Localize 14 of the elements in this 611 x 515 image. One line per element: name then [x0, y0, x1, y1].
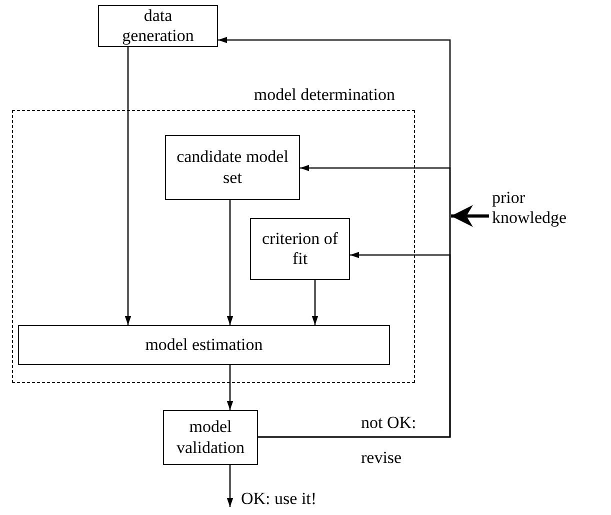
process-box: model estimation	[18, 325, 390, 365]
connector-arrow	[258, 252, 451, 438]
connector-arrow	[312, 280, 318, 325]
process-box: criterion of fit	[250, 218, 350, 280]
connector-arrow	[226, 365, 234, 410]
process-box: model validation	[163, 410, 258, 465]
connector-arrow	[451, 205, 489, 227]
connector-arrow	[124, 47, 132, 325]
text-label: prior knowledge	[492, 188, 582, 240]
process-box: data generation	[98, 5, 218, 47]
group-heading: model determination	[254, 85, 395, 105]
connector-arrow	[226, 200, 234, 325]
process-box: candidate model set	[165, 135, 300, 200]
connector-arrow	[226, 465, 234, 507]
